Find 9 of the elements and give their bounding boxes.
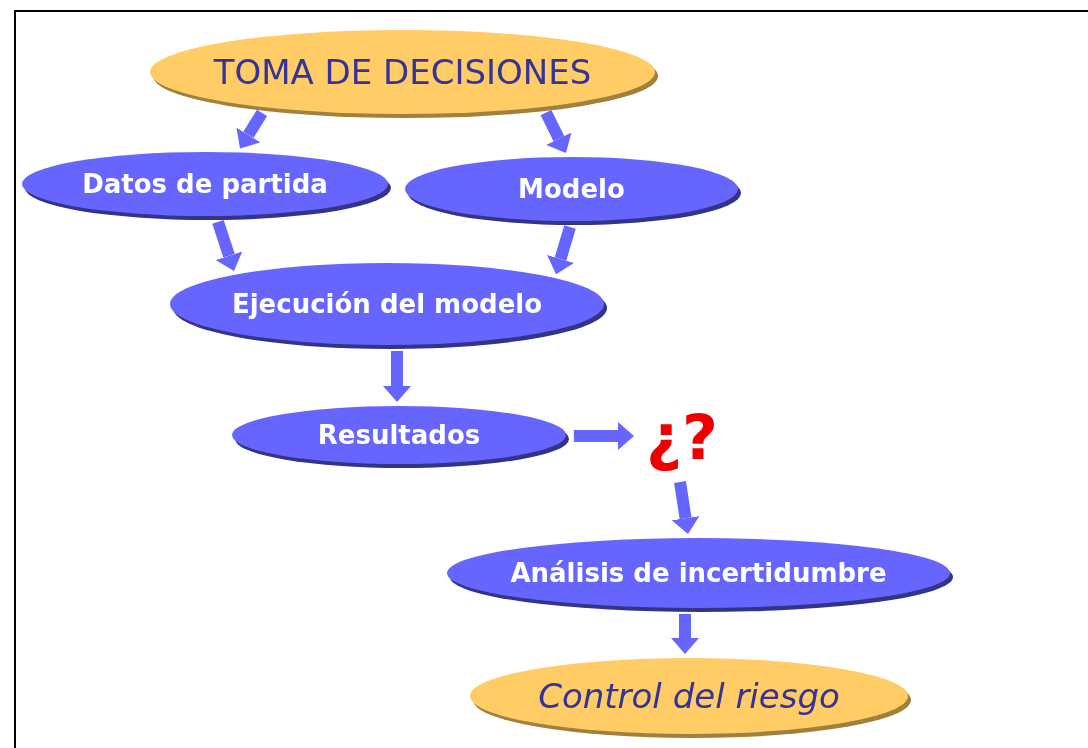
arrow (547, 225, 576, 275)
arrow (236, 109, 268, 149)
arrow (212, 220, 243, 271)
question-mark-text: ¿? (638, 400, 726, 476)
arrow (573, 422, 634, 450)
arrow (540, 109, 572, 153)
arrow (671, 481, 700, 535)
arrow (671, 613, 699, 654)
arrow (383, 350, 411, 402)
